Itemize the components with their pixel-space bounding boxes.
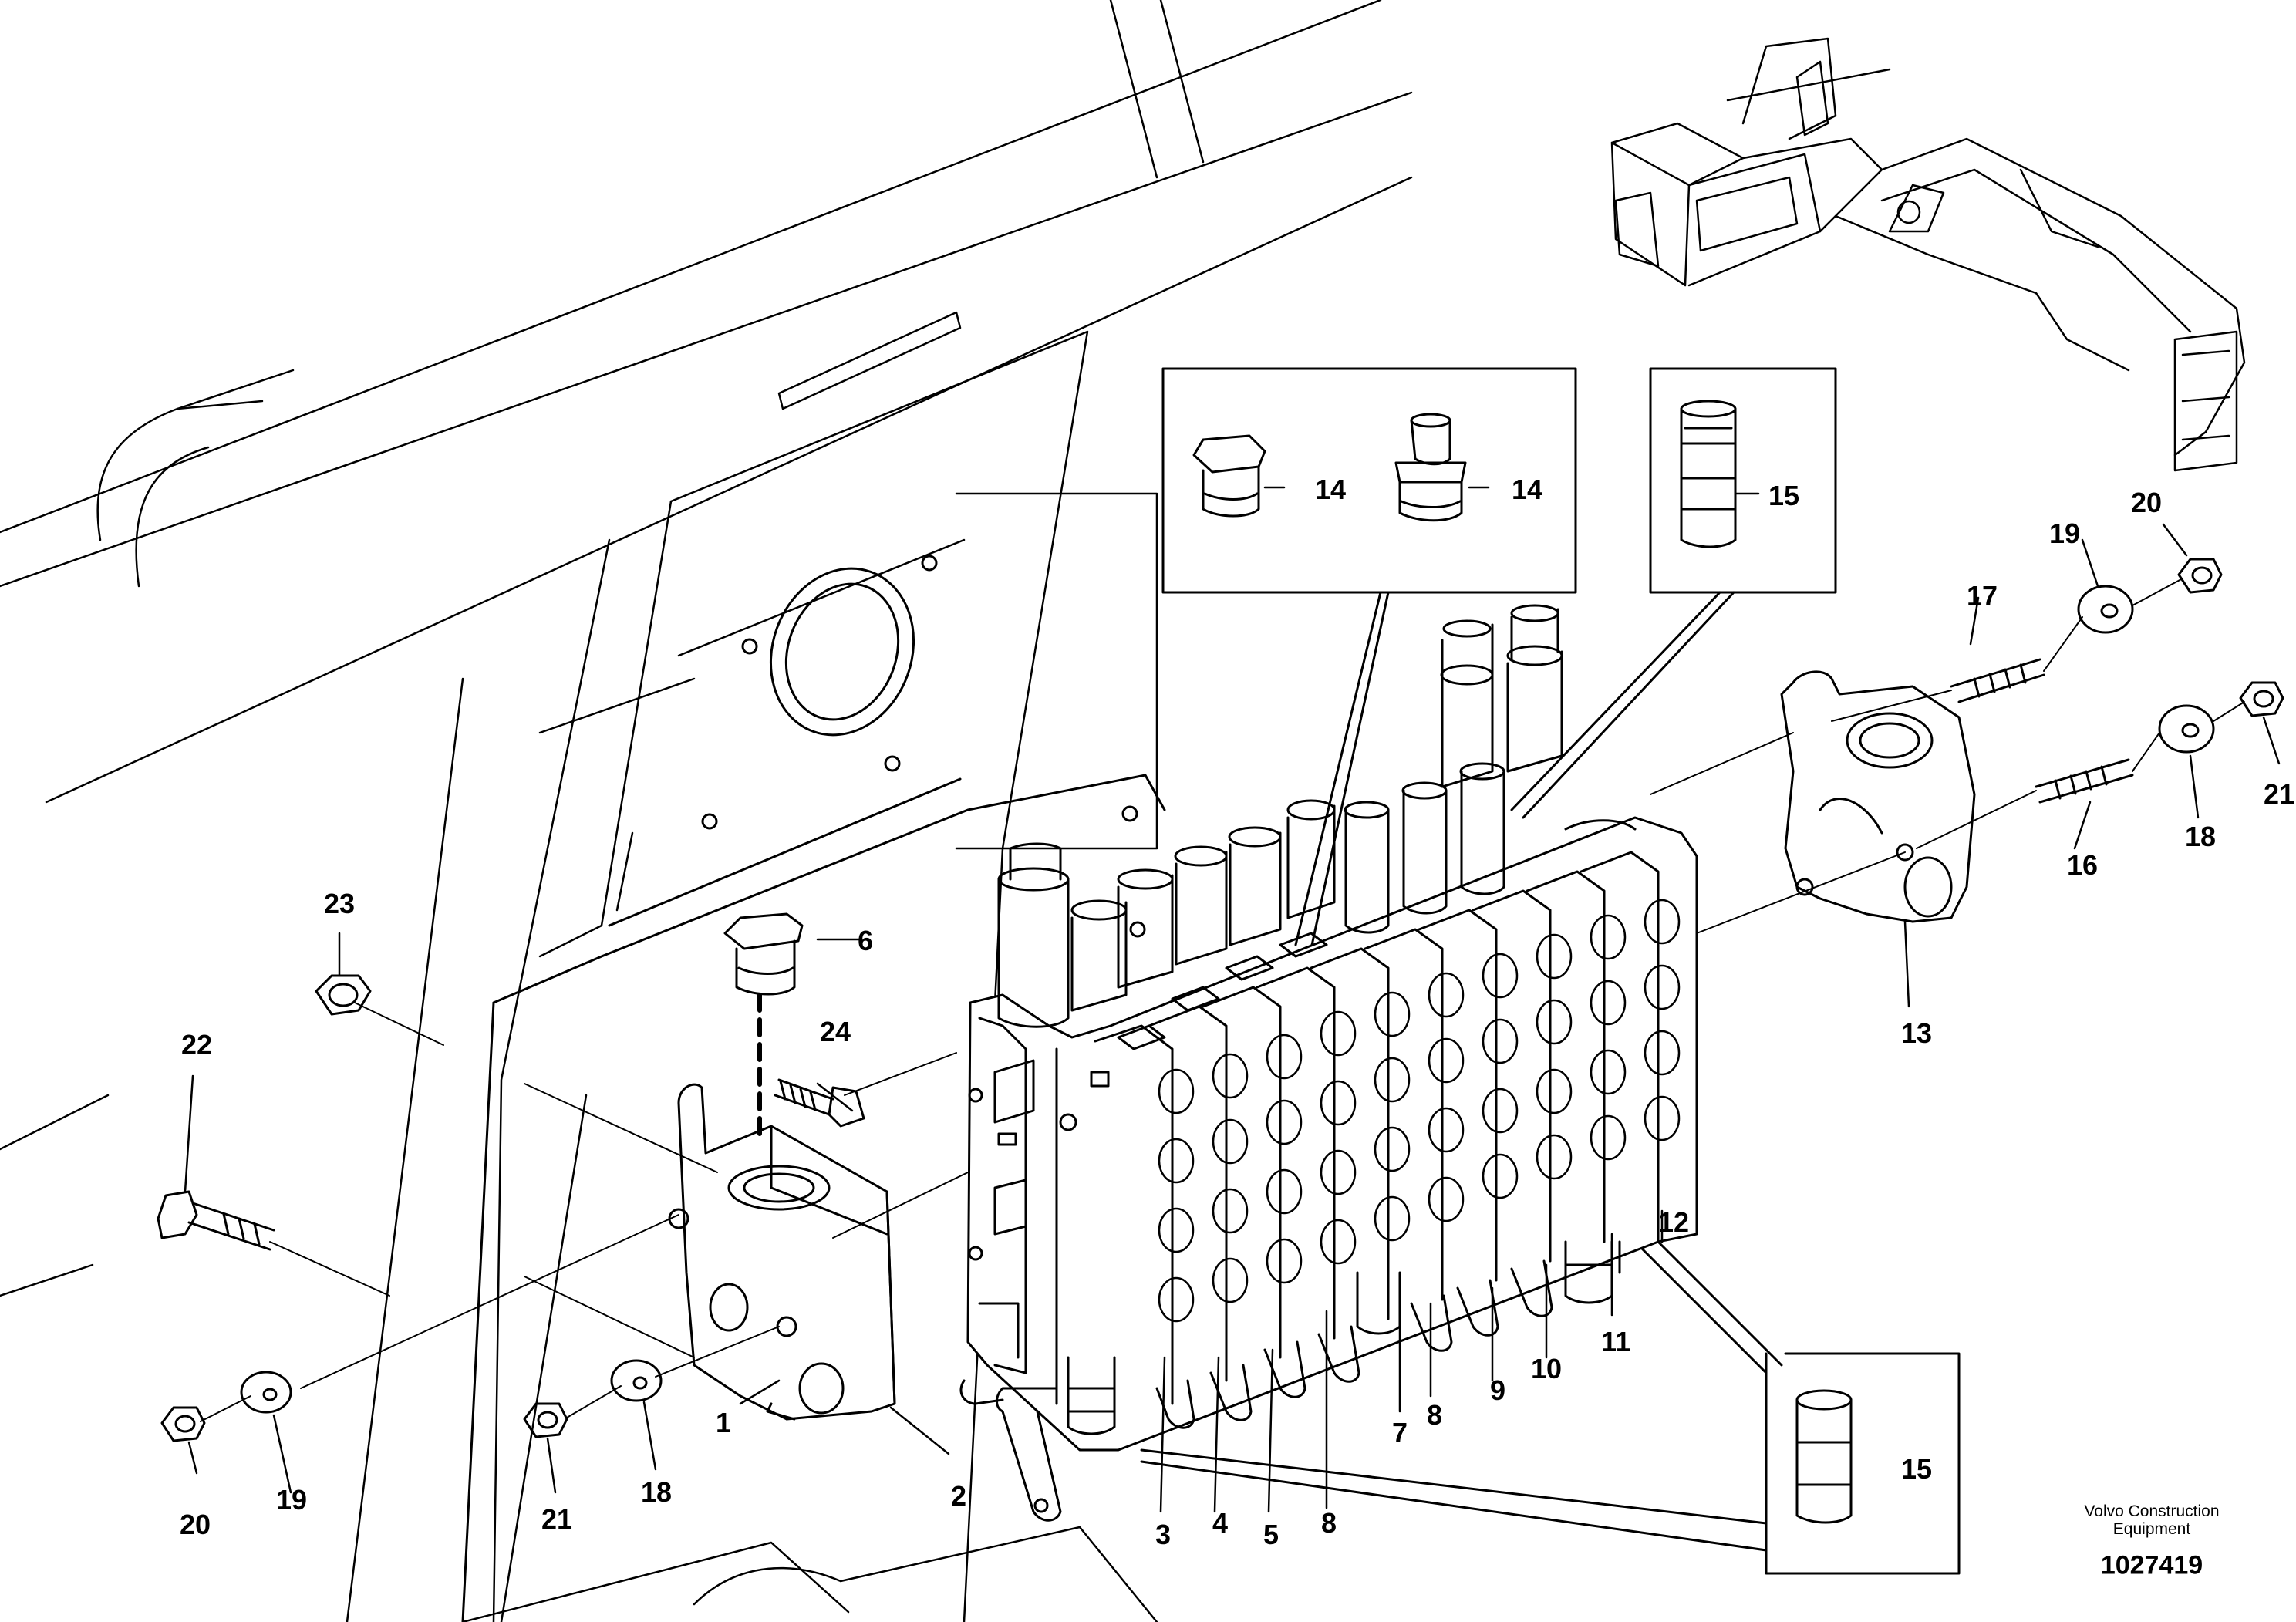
detail-box-plugs <box>1161 367 1577 594</box>
inlet-cover <box>668 1083 896 1421</box>
washer-19-right <box>2077 585 2134 634</box>
spool-caps <box>997 604 1637 1050</box>
washer-19-left <box>240 1371 292 1414</box>
nut-20-left <box>160 1406 206 1442</box>
plug-6 <box>723 912 804 996</box>
callout-20a: 20 <box>179 1509 211 1540</box>
nut-23 <box>315 974 372 1016</box>
plug-hex-14 <box>1192 434 1266 518</box>
callout-5: 5 <box>1263 1519 1279 1550</box>
callout-23: 23 <box>323 888 356 919</box>
callout-15b: 15 <box>1900 1453 1933 1485</box>
machine-thumbnail <box>1610 37 2246 472</box>
callout-24: 24 <box>819 1016 851 1047</box>
callout-19b: 19 <box>2048 518 2081 549</box>
outlet-cover <box>1780 670 1976 923</box>
control-valve-block <box>966 816 1698 1452</box>
callout-1: 1 <box>715 1407 732 1438</box>
callout-12: 12 <box>1657 1206 1690 1238</box>
nut-21-right <box>2239 681 2284 717</box>
callout-13: 13 <box>1900 1017 1933 1049</box>
callout-17: 17 <box>1966 580 1998 612</box>
frame-background <box>0 0 1413 1622</box>
relief-valve-15-bottom <box>1795 1389 1853 1524</box>
callout-8a: 8 <box>1426 1399 1443 1431</box>
fitting-14 <box>1394 413 1467 522</box>
callout-6: 6 <box>857 925 874 956</box>
leader-box15b <box>1626 1225 1783 1374</box>
nut-20-right <box>2177 558 2223 594</box>
callout-16: 16 <box>2066 849 2099 881</box>
callout-21b: 21 <box>2263 778 2295 810</box>
bolt-24 <box>774 1078 865 1128</box>
washer-18-right <box>2158 704 2215 754</box>
callout-14b: 14 <box>1511 474 1543 505</box>
callout-22: 22 <box>180 1029 213 1061</box>
callout-18b: 18 <box>2184 821 2217 852</box>
document-number: 1027419 <box>2100 1550 2203 1580</box>
callout-15a: 15 <box>1768 480 1800 511</box>
callout-10: 10 <box>1530 1353 1563 1384</box>
callout-4: 4 <box>1212 1507 1229 1539</box>
bolt-22 <box>157 1190 275 1251</box>
callout-3: 3 <box>1155 1519 1172 1550</box>
nut-21-left <box>523 1402 568 1438</box>
callout-11: 11 <box>1600 1326 1631 1357</box>
publisher-line-1: Volvo Construction <box>2084 1502 2220 1520</box>
leader-box15 <box>1510 591 1735 819</box>
callout-18a: 18 <box>640 1476 673 1508</box>
mounting-plate <box>461 555 1166 1622</box>
callout-leaders <box>184 486 2281 1513</box>
callout-19a: 19 <box>275 1484 308 1516</box>
callout-21a: 21 <box>541 1503 573 1535</box>
publisher-line-2: Equipment <box>2112 1520 2191 1538</box>
callout-7: 7 <box>1391 1417 1408 1448</box>
detail-box-valve-top <box>1649 367 1837 594</box>
stud-17 <box>1950 658 2045 703</box>
stud-16 <box>2035 758 2134 804</box>
callout-8b: 8 <box>1320 1507 1337 1539</box>
leader-box14 <box>1294 591 1390 950</box>
assembly-lines <box>200 578 2245 1422</box>
washer-18-left <box>610 1359 663 1402</box>
publisher-label: Volvo Construction Equipment <box>2028 1502 2275 1538</box>
callout-2: 2 <box>950 1480 967 1512</box>
callout-20b: 20 <box>2130 487 2163 518</box>
callout-9: 9 <box>1489 1374 1506 1406</box>
callout-14a: 14 <box>1314 474 1347 505</box>
relief-valve-15-top <box>1680 400 1737 548</box>
leader-box15c <box>1140 1448 1768 1552</box>
bottom-linkages <box>959 1240 1621 1522</box>
